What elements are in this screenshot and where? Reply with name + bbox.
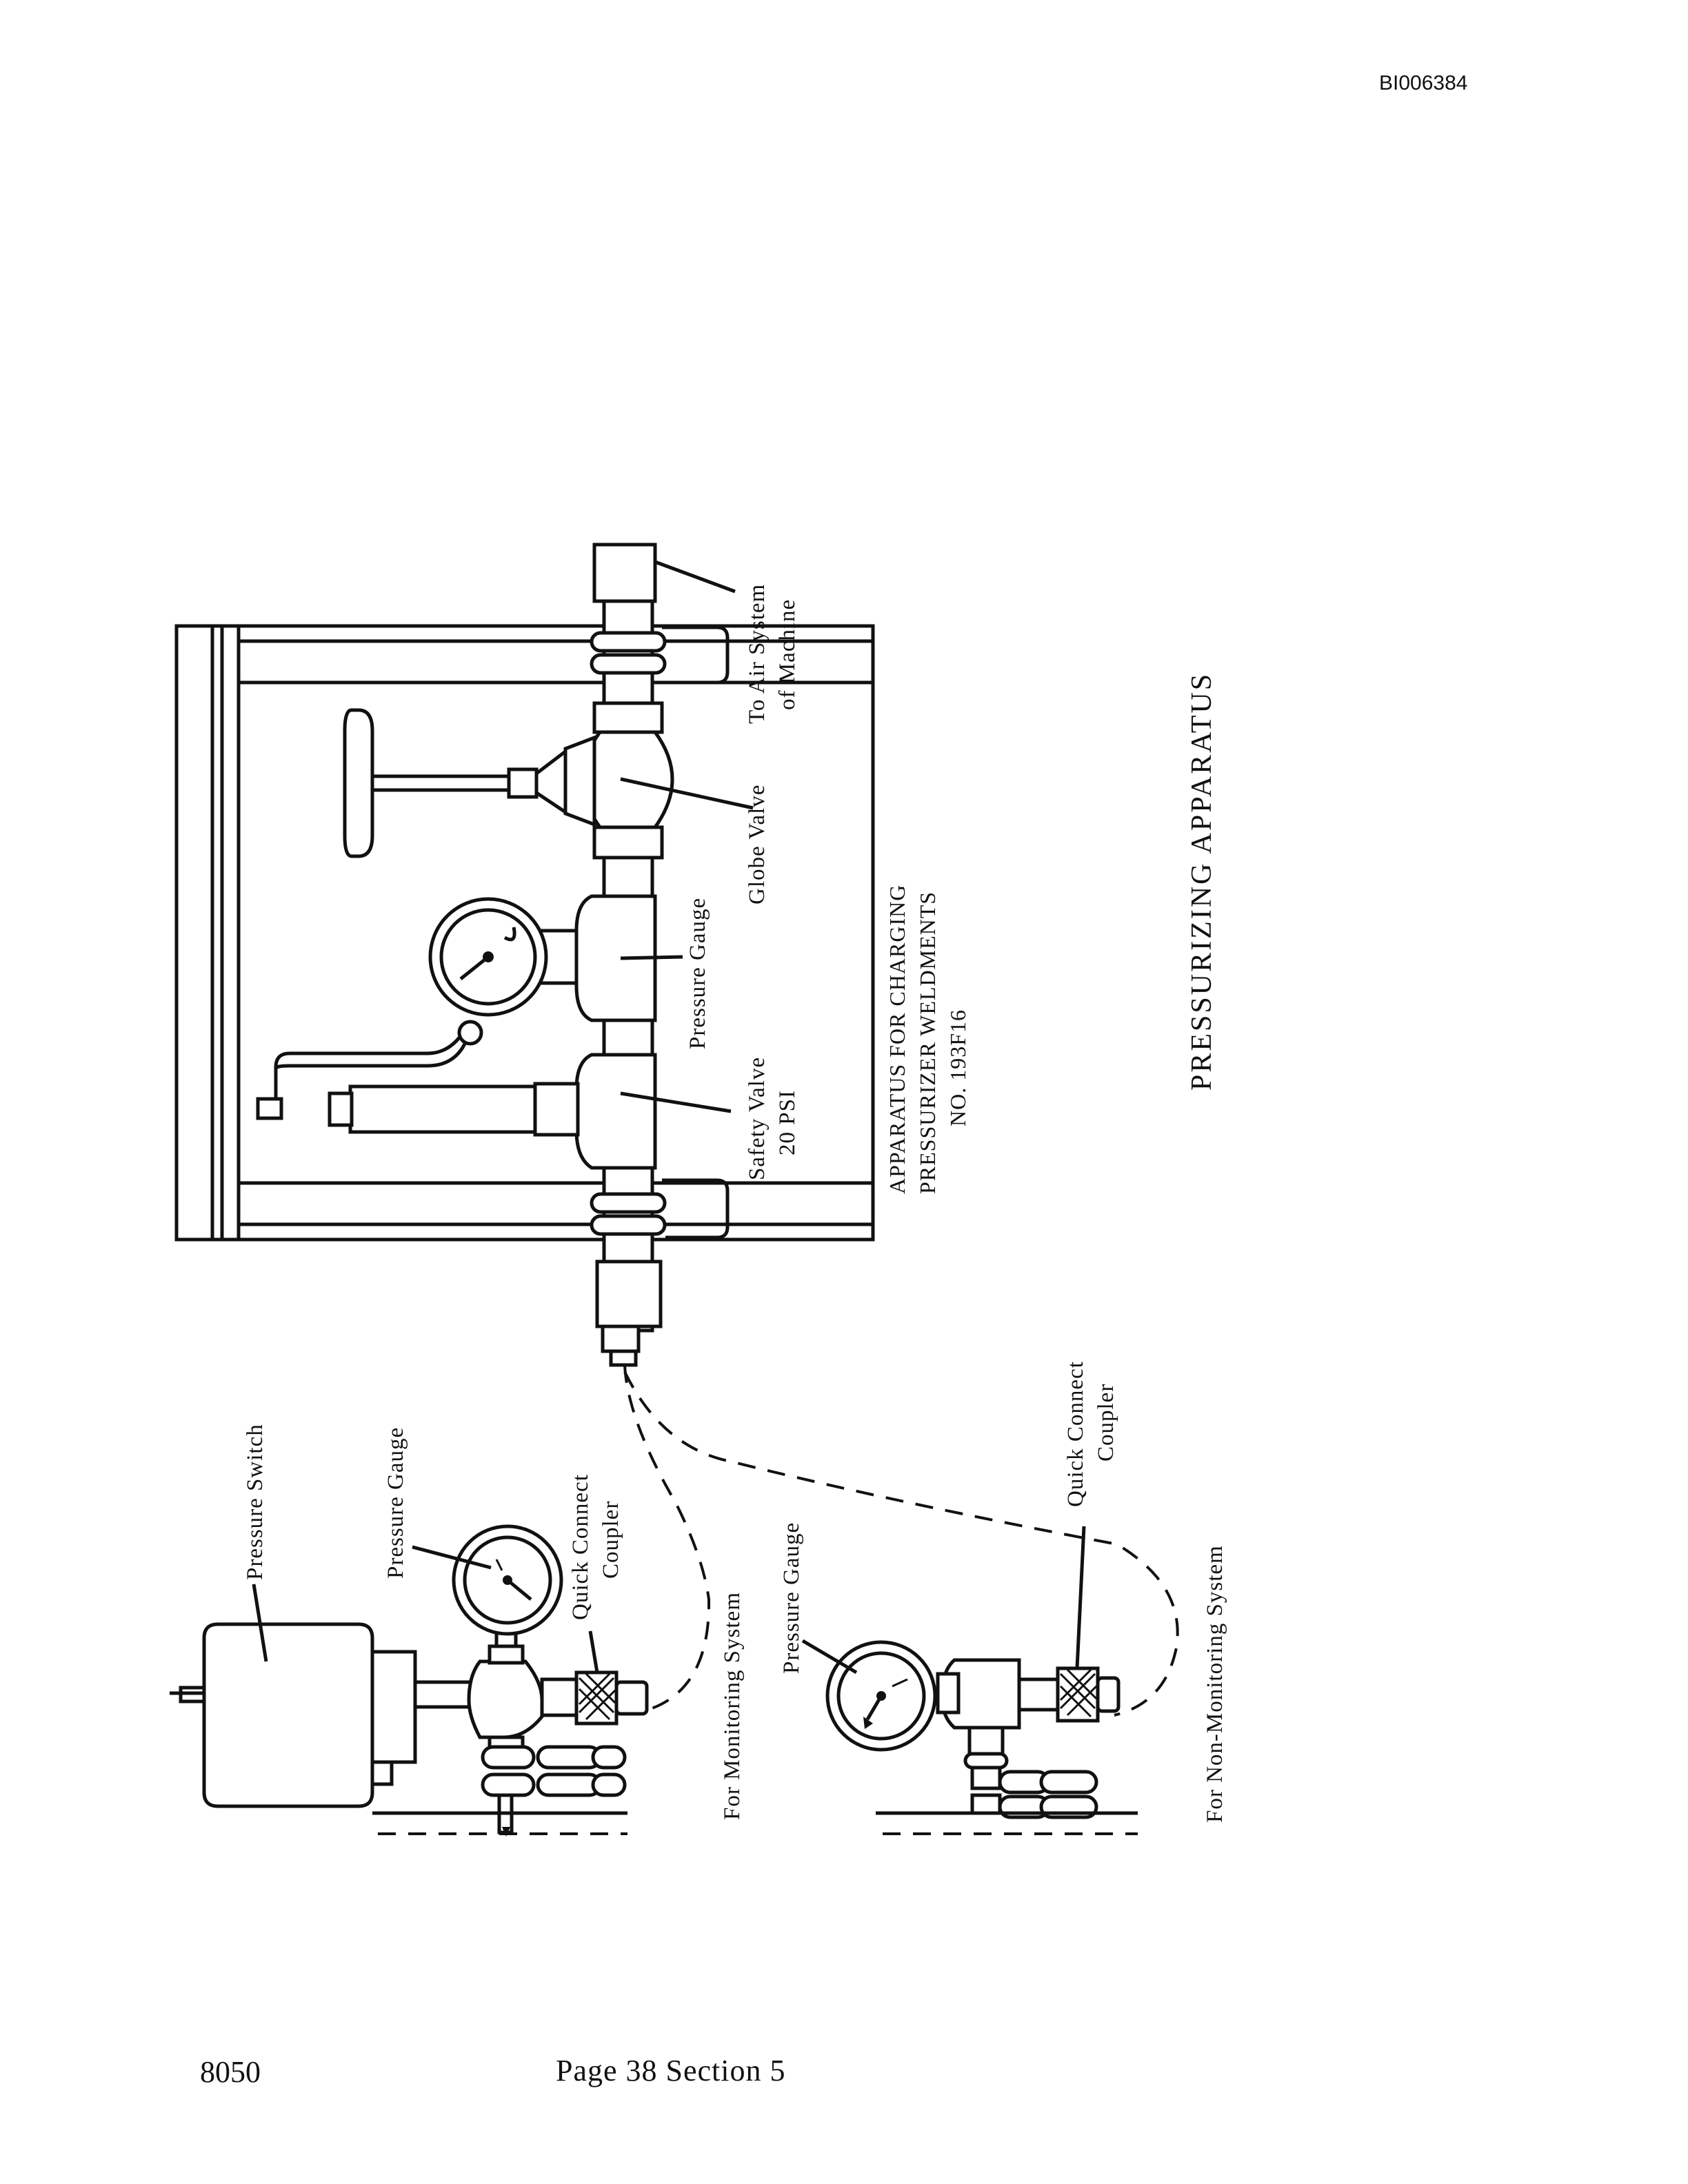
label-non-monitoring-coupler-line1: Quick Connect bbox=[1063, 1361, 1088, 1507]
non-monitoring-tee bbox=[936, 1658, 1060, 1756]
hose-to-non-monitoring bbox=[623, 1371, 1179, 1717]
air-inlet-fitting bbox=[592, 543, 736, 603]
label-globe-valve: Globe Valve bbox=[745, 785, 770, 904]
label-to-air-system-line1: To Air System bbox=[745, 584, 770, 724]
diagram-title: PRESSURIZING APPARATUS bbox=[1186, 672, 1218, 1091]
non-monitoring-mount bbox=[876, 1752, 1138, 1835]
monitoring-mount bbox=[372, 1745, 627, 1837]
label-to-air-system-line2: of Machine bbox=[775, 599, 800, 710]
footer-page-section: Page 38 Section 5 bbox=[556, 2054, 786, 2087]
footer-document-number: 8050 bbox=[200, 2055, 261, 2089]
monitoring-quick-connect-coupler bbox=[540, 1630, 649, 1726]
label-main-pressure-gauge: Pressure Gauge bbox=[685, 898, 710, 1049]
label-safety-valve-line2: 20 PSI bbox=[775, 1090, 800, 1155]
hose-to-monitoring bbox=[623, 1364, 711, 1711]
document-id: BI006384 bbox=[1379, 72, 1468, 94]
label-pressure-switch: Pressure Switch bbox=[243, 1424, 268, 1580]
label-caption-line1: APPARATUS FOR CHARGING bbox=[885, 884, 910, 1194]
label-non-monitoring-pressure-gauge: Pressure Gauge bbox=[779, 1522, 804, 1674]
label-safety-valve-line1: Safety Valve bbox=[745, 1057, 770, 1180]
main-pressure-gauge bbox=[428, 894, 683, 1022]
pressure-switch bbox=[170, 1584, 417, 1808]
non-monitoring-quick-connect-coupler bbox=[1056, 1526, 1121, 1723]
main-outlet-coupler bbox=[595, 1260, 663, 1367]
label-caption-line2: PRESSURIZER WELDMENTS bbox=[915, 891, 940, 1194]
safety-valve bbox=[256, 1020, 732, 1170]
globe-valve bbox=[343, 701, 754, 860]
label-caption-line3: NO. 193F16 bbox=[945, 1009, 970, 1126]
non-monitoring-pressure-gauge bbox=[801, 1639, 937, 1752]
pipe-bracket-upper bbox=[590, 625, 730, 685]
label-for-monitoring-system: For Monitoring System bbox=[720, 1592, 745, 1820]
label-monitoring-pressure-gauge: Pressure Gauge bbox=[383, 1427, 408, 1579]
pipe-bracket-lower bbox=[590, 1178, 730, 1240]
label-non-monitoring-coupler-line2: Coupler bbox=[1094, 1384, 1118, 1462]
label-monitoring-coupler-line2: Coupler bbox=[599, 1501, 623, 1579]
label-monitoring-coupler-line1: Quick Connect bbox=[568, 1474, 593, 1620]
monitoring-tee bbox=[413, 1628, 544, 1760]
monitoring-pressure-gauge bbox=[412, 1524, 563, 1636]
label-for-non-monitoring-system: For Non-Monitoring System bbox=[1203, 1545, 1227, 1823]
